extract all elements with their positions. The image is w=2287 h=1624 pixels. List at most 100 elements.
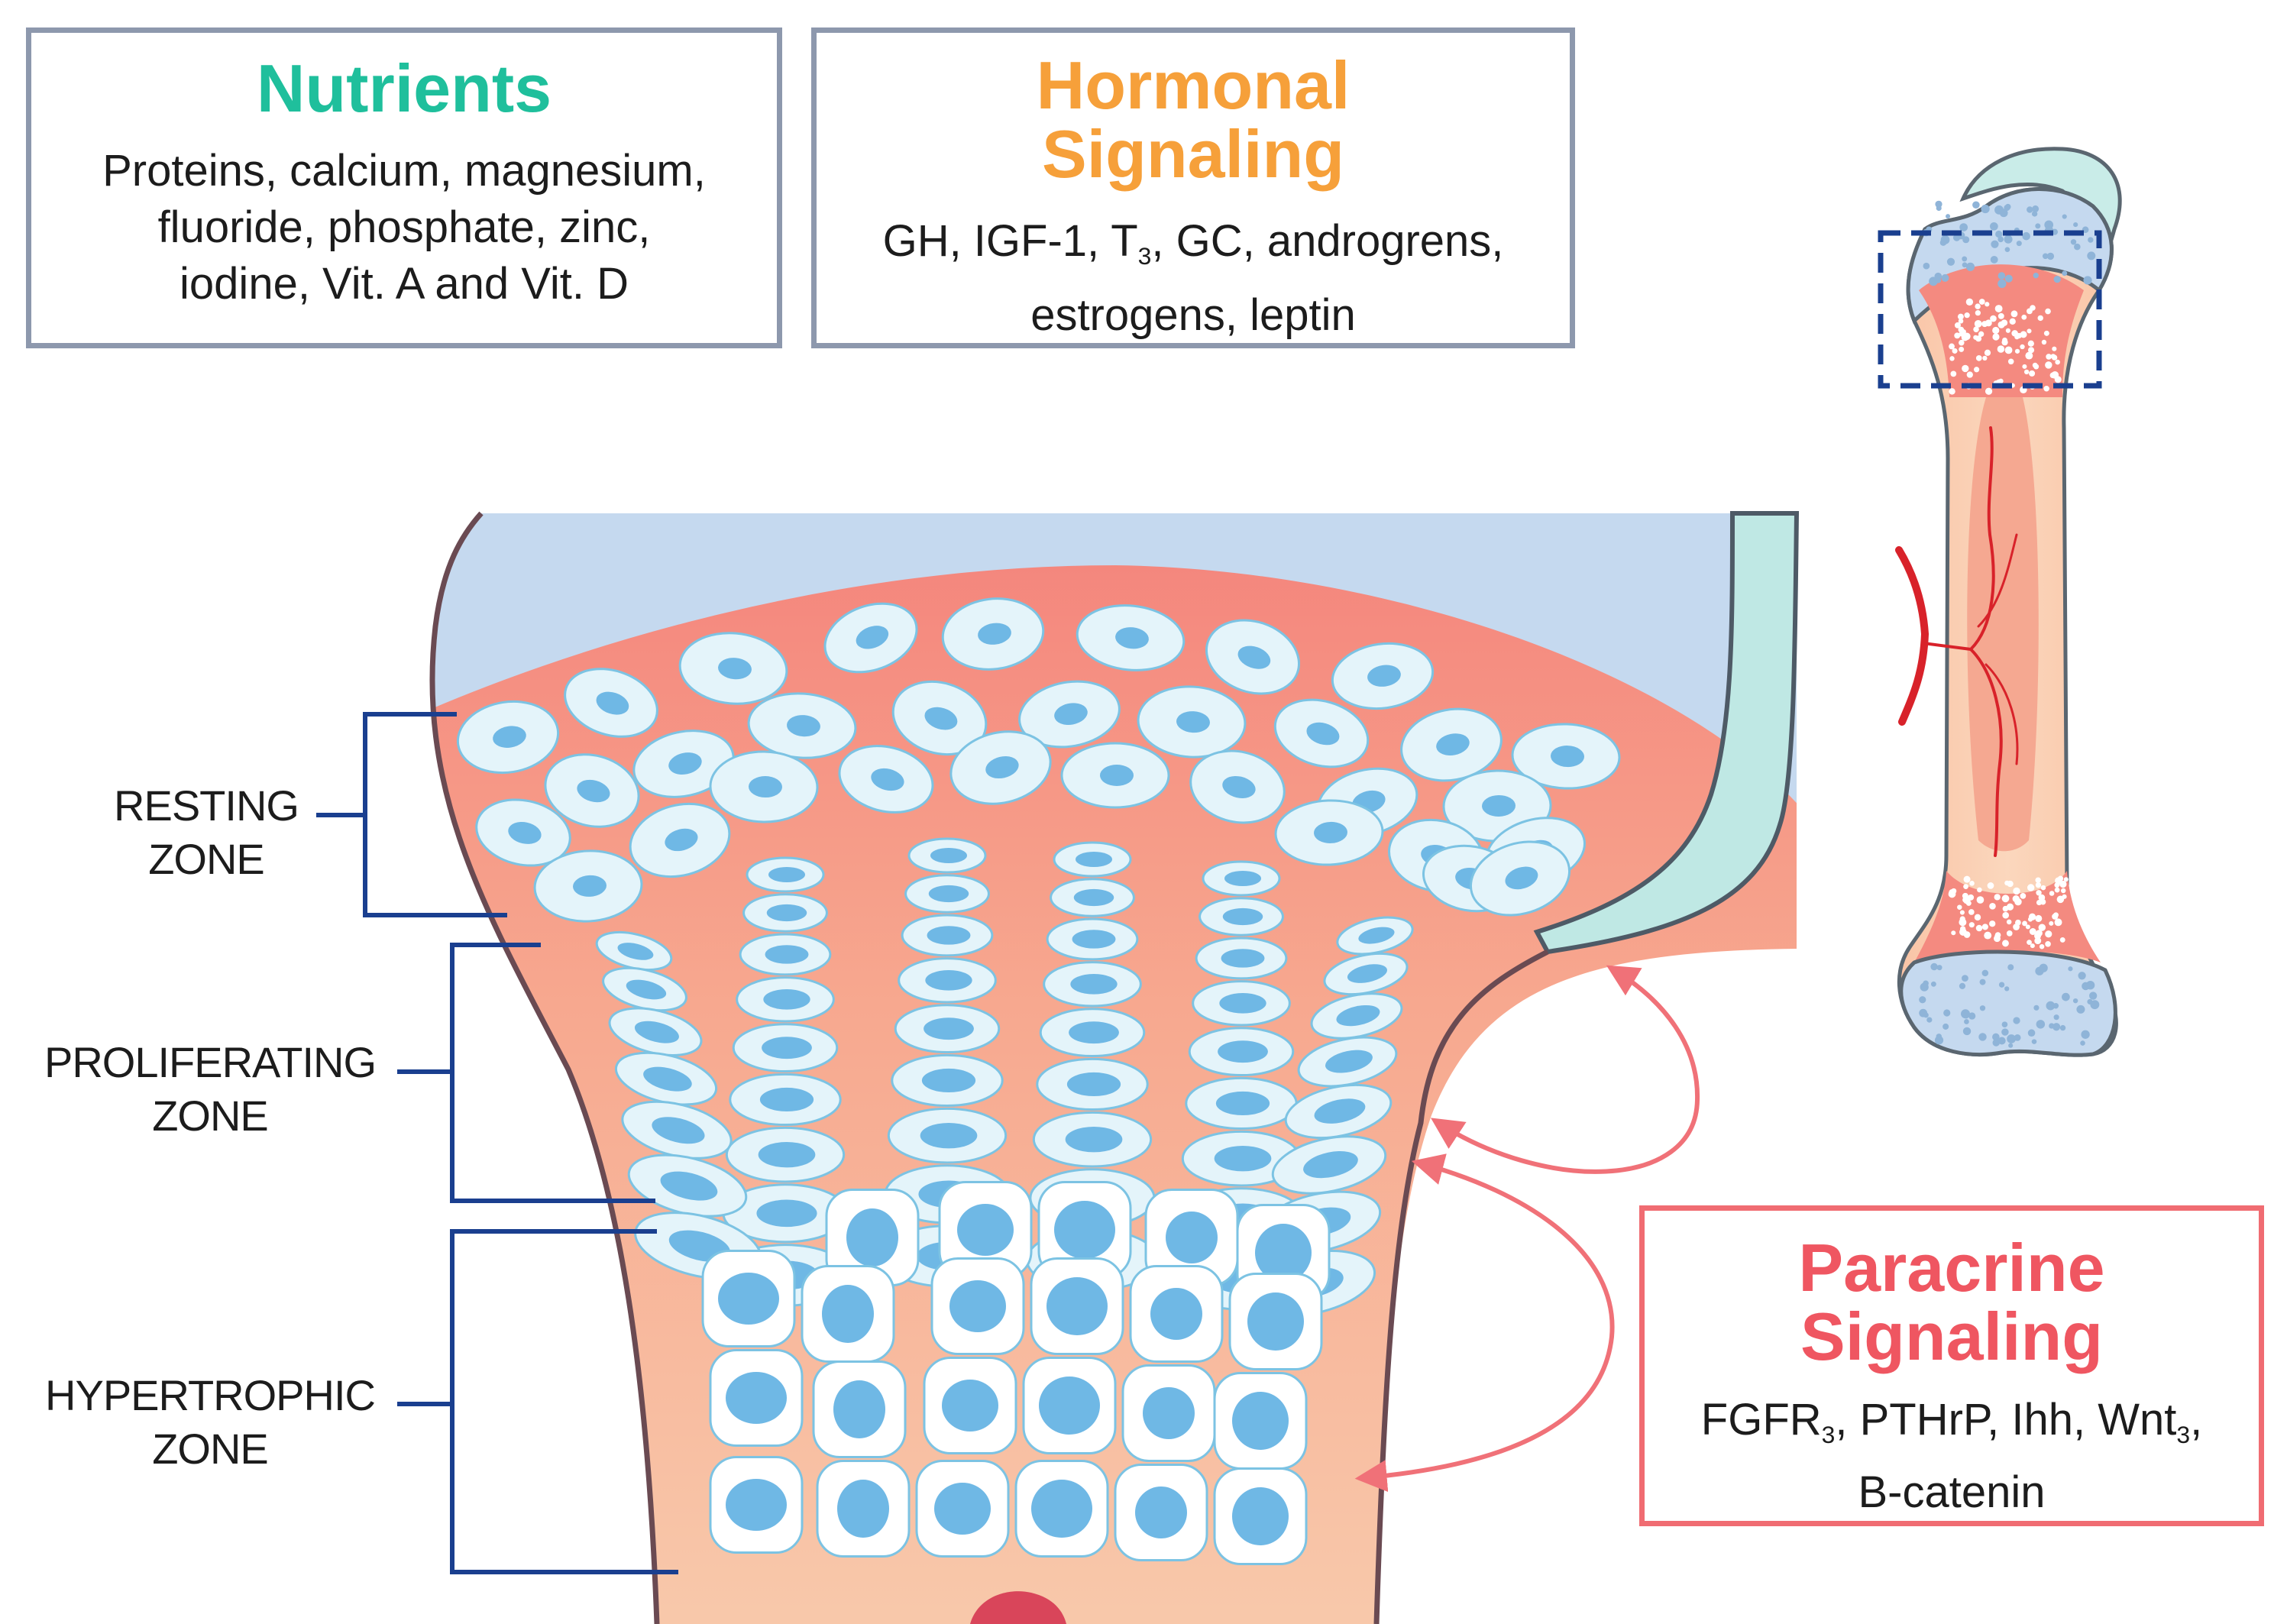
proliferating-cell (729, 1072, 842, 1127)
proliferating-cell (1039, 1008, 1146, 1058)
proliferating-cell (1297, 1036, 1398, 1088)
zone-label-line: ZONE (152, 1425, 269, 1473)
hormonal-text: GH, IGF-1, T (882, 215, 1138, 266)
proliferating-cell (722, 1183, 849, 1244)
growth-plate-section (429, 511, 1800, 1624)
resting-cell (1205, 619, 1301, 695)
resting-cell (475, 798, 571, 867)
resting-cell (1331, 642, 1435, 710)
resting-cell (629, 802, 731, 878)
hypertrophic-cell (709, 1456, 804, 1554)
proliferating-cell (1053, 841, 1132, 878)
resting-cell (838, 745, 934, 814)
proliferating-cell (907, 837, 987, 874)
hypertrophic-cell (1121, 1364, 1216, 1462)
hypertrophic-cell (1114, 1464, 1208, 1561)
zone-label-line: HYPERTROPHIC (45, 1371, 376, 1419)
proliferating-cell (894, 1004, 1001, 1054)
long-bone-icon (1878, 147, 2122, 1057)
resting-zone-label: RESTING ZONE (92, 779, 321, 886)
proliferating-cell (742, 893, 828, 933)
resting-cell (632, 730, 735, 798)
resting-cell (1274, 799, 1384, 866)
resting-cell (709, 750, 819, 823)
proliferating-cell (1284, 1083, 1393, 1140)
proliferating-cell (1036, 1057, 1149, 1111)
paracrine-title-line: Paracrine (1798, 1230, 2105, 1305)
resting-cell (823, 602, 918, 674)
resting-cell (533, 849, 643, 923)
hypertrophic-cell (1014, 1460, 1109, 1558)
proliferating-cell (1336, 916, 1414, 956)
hypertrophic-zone-bracket (397, 1229, 678, 1574)
proliferating-cell (901, 914, 994, 957)
hypertrophic-cell (812, 1360, 907, 1458)
hypertrophic-cell (915, 1460, 1010, 1558)
hormonal-list: GH, IGF-1, T3, GC, androgrens, estrogens… (847, 212, 1539, 345)
proliferating-cell (725, 1126, 846, 1183)
resting-cell (678, 632, 788, 705)
nutrients-title: Nutrients (256, 50, 552, 126)
proliferating-cell (595, 930, 673, 972)
resting-cell (891, 680, 988, 756)
paracrine-text: FGFR (1700, 1394, 1822, 1444)
proliferating-cell (891, 1053, 1004, 1108)
proliferating-cell (898, 957, 997, 1004)
nutrients-box: Nutrients Proteins, calcium, magnesium, … (26, 27, 782, 348)
paracrine-arrows (1354, 965, 1700, 1493)
proliferating-cell (1202, 860, 1281, 897)
periosteum (1533, 511, 1800, 955)
proliferating-cell (1050, 878, 1135, 917)
proliferating-cell (602, 966, 687, 1012)
zone-label-line: RESTING (114, 781, 299, 830)
hypertrophic-cell (938, 1181, 1033, 1279)
hypertrophic-cell (1213, 1467, 1308, 1565)
proliferating-cell (1188, 1027, 1295, 1077)
proliferating-cell (1323, 952, 1409, 996)
paracrine-line: B-catenin (1858, 1467, 2046, 1517)
nutrients-line: fluoride, phosphate, zinc, (157, 202, 651, 252)
proliferating-cell (732, 1023, 839, 1073)
proliferating-cell (1310, 992, 1403, 1040)
hypertrophic-cell (801, 1265, 895, 1363)
paracrine-list: FGFR3, PTHrP, Ihh, Wnt3, B-catenin (1668, 1391, 2236, 1522)
proliferating-cell (621, 1100, 733, 1160)
proliferating-cell (736, 976, 835, 1023)
hormonal-title-line: Signaling (1042, 115, 1344, 192)
resting-cell (1469, 840, 1571, 917)
resting-cell (456, 700, 560, 775)
resting-cell (564, 668, 658, 738)
zone-label-line: ZONE (152, 1092, 269, 1140)
hormonal-line: GH, IGF-1, T3, GC, androgrens, (847, 212, 1539, 286)
hormonal-signaling-box: Hormonal Signaling GH, IGF-1, T3, GC, an… (811, 27, 1575, 348)
resting-cell (1400, 707, 1503, 782)
hypertrophic-cell (1022, 1357, 1117, 1454)
proliferating-cell (904, 874, 990, 914)
growth-plate-highlight-box (1878, 230, 2102, 389)
proliferating-zone-label: PROLIFERATING ZONE (23, 1036, 397, 1143)
hypertrophic-cell (1213, 1372, 1308, 1470)
paracrine-subscript: 3 (1821, 1420, 1836, 1448)
hormonal-title: Hormonal Signaling (817, 51, 1570, 189)
paracrine-text: , (2190, 1394, 2203, 1444)
proliferating-cell (1046, 917, 1139, 961)
proliferating-cell (1192, 980, 1291, 1027)
resting-cell (544, 753, 640, 828)
hormonal-line: estrogens, leptin (1030, 290, 1356, 340)
hypertrophic-cell (816, 1460, 911, 1558)
paracrine-subscript: 3 (2176, 1420, 2191, 1448)
proliferating-cell (1185, 1076, 1298, 1131)
hypertrophic-cell (1144, 1189, 1239, 1286)
proliferating-cell (627, 1153, 748, 1218)
resting-cell (1137, 685, 1247, 759)
resting-cell (1018, 680, 1121, 749)
hypertrophic-cell (1030, 1257, 1124, 1355)
resting-cell (1076, 604, 1186, 671)
resting-zone-bracket (316, 712, 507, 917)
resting-cell (747, 692, 857, 759)
chondrocyte-cells (456, 597, 1621, 1565)
resting-cell (949, 730, 1052, 805)
zone-label-line: ZONE (148, 835, 265, 883)
